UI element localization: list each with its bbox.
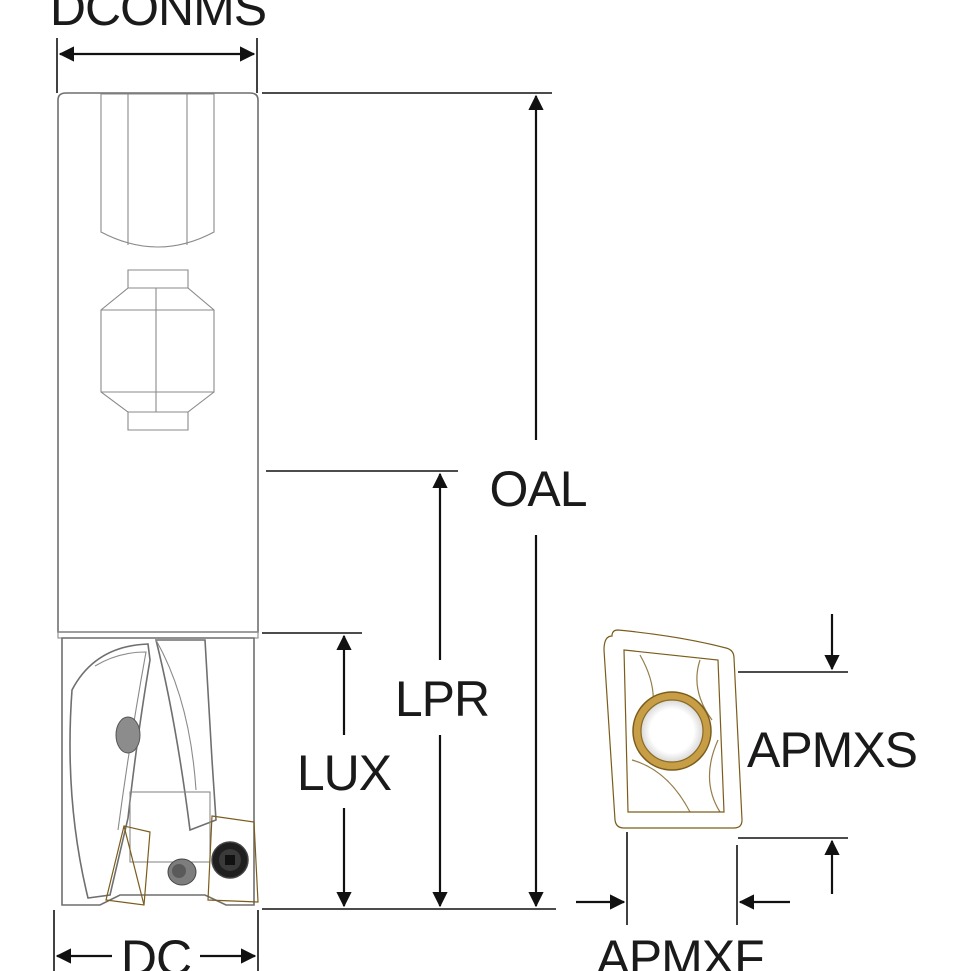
shank: [57, 92, 259, 633]
end-mill-body: [57, 92, 259, 906]
dc-label: DC: [121, 930, 191, 971]
dim-lux: LUX: [262, 632, 393, 908]
dim-oal: OAL: [262, 92, 588, 908]
apmxf-label: APMXF: [596, 930, 763, 971]
cutting-head: [61, 637, 255, 906]
flute-left: [69, 643, 151, 899]
dim-dc: DC: [53, 910, 259, 971]
insert-right-mounted: [207, 815, 259, 903]
upper-flat: [100, 93, 215, 248]
lpr-label: LPR: [395, 671, 489, 727]
insert-detail: [603, 629, 743, 829]
dim-apmxs: APMXS: [738, 614, 918, 894]
lux-label: LUX: [297, 745, 392, 801]
dconms-label: DCONMS: [50, 0, 266, 36]
insert-left-mounted: [105, 825, 151, 906]
clamp-screw: [167, 858, 197, 886]
oal-label: OAL: [489, 461, 586, 517]
dim-dconms: DCONMS: [50, 0, 267, 93]
dim-lpr: LPR: [266, 470, 490, 908]
flute-right: [154, 639, 217, 832]
dim-apmxf: APMXF: [576, 832, 790, 971]
insert-detail-face: [603, 629, 743, 829]
apmxs-label: APMXS: [747, 722, 917, 778]
middle-flat: [100, 269, 215, 431]
